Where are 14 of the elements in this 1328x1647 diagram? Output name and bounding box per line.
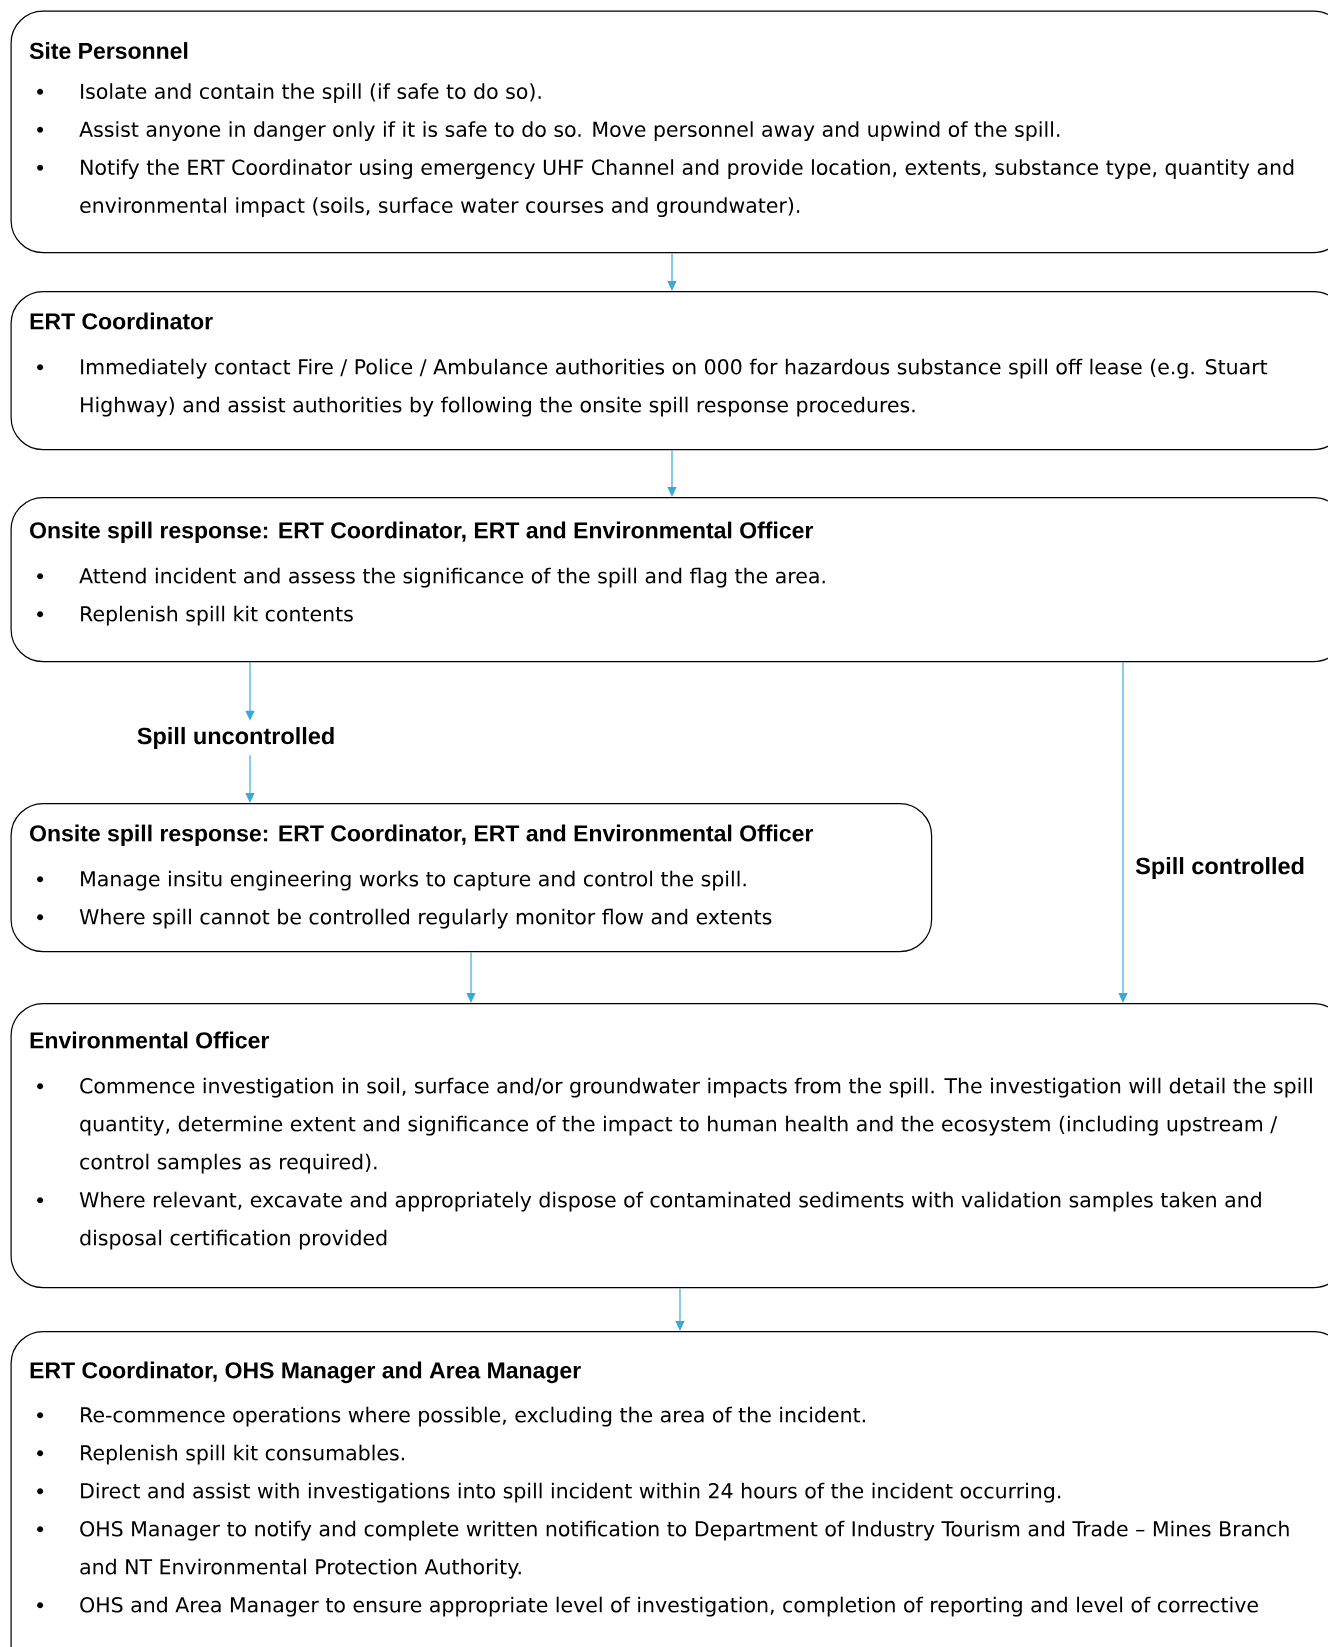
process-box: ERT Coordinator, OHS Manager and Area Manager Re-commence operations where possible, excluding the area of the incident. Replenish spill kit consumables. Direct and assist with investigations into spill incident within 24 hours of the incident occurring. OHS Manager to notify and complete written notification to Department of Industry Tourism and Trade – Mines Branch and NT Environmental Protection Authority. OHS and Area Manager to ensure appropriate level of investigation, completion of reporting and level of corrective bbox=[10, 1331, 1328, 1647]
condition-label: Spill uncontrolled bbox=[137, 727, 334, 749]
arrow bbox=[667, 449, 677, 497]
edge-label: Spill controlled bbox=[1133, 855, 1307, 881]
arrow bbox=[466, 951, 476, 1003]
process-box: ERT Coordinator Immediately contact Fire / Police / Ambulance authorities on 000 for hazardous substance spill off lease (e.g. Stuart Highway) and assist authorities by following the onsite spill response procedures. bbox=[10, 291, 1328, 451]
process-box: Site Personnel Isolate and contain the spill (if safe to do so). Assist anyone in danger only if it is safe to do so. Move personnel away and upwind of the spill. Notify the ERT Coordinator using emergency UHF Channel and provide location, extents, substance type, quantity and environmental impact (soils, surface water courses and groundwater). bbox=[10, 10, 1328, 254]
arrow bbox=[1118, 661, 1128, 1003]
arrow bbox=[245, 754, 255, 803]
process-box: Environmental Officer Commence investigation in soil, surface and/or groundwater impacts from the spill. The investigation will detail the spill quantity, determine extent and significance of the impact to human health and the ecosystem (including upstream / control samples as required). Where relevant, excavate and appropriately dispose of contaminated sediments with validation samples taken and disposal certification provided bbox=[10, 1003, 1328, 1289]
arrow bbox=[675, 1287, 685, 1331]
process-box: Onsite spill response: ERT Coordinator, ERT and Environmental Officer Manage insitu engineering works to capture and control the spill. Where spill cannot be controlled regularly monitor flow and extents bbox=[10, 803, 933, 953]
arrow bbox=[667, 252, 677, 291]
process-box: Onsite spill response: ERT Coordinator, ERT and Environmental Officer Attend incident and assess the significance of the spill and flag the area. Replenish spill kit contents bbox=[10, 497, 1328, 663]
